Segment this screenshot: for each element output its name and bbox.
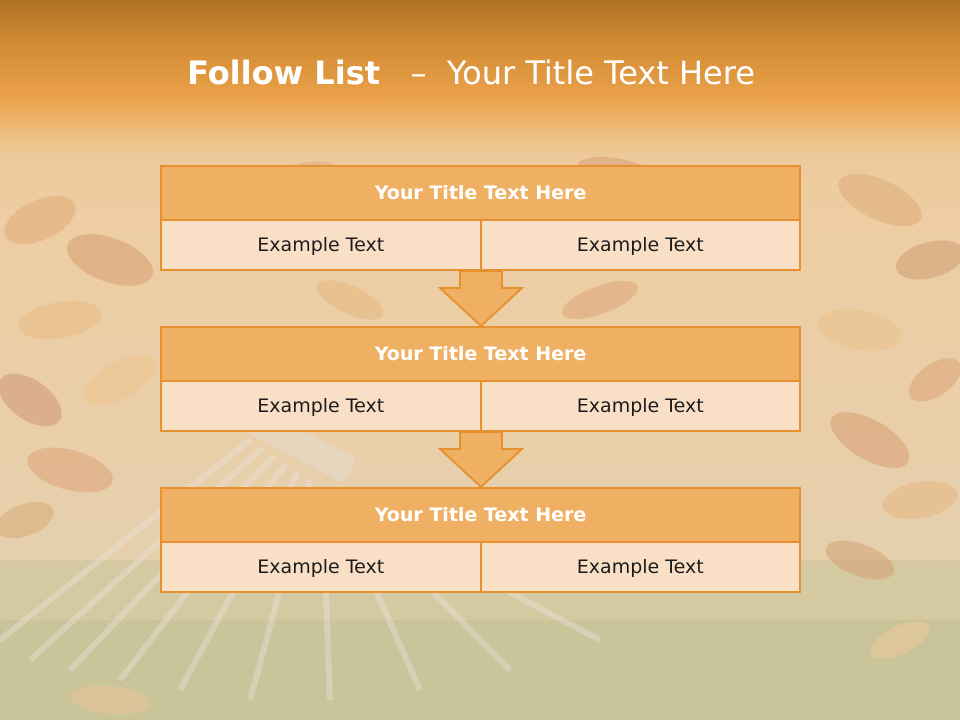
down-arrow-icon <box>438 270 524 328</box>
block-title: Your Title Text Here <box>160 326 801 382</box>
slide-title-lead: Follow List <box>187 54 380 92</box>
block-right-text: Example Text <box>481 543 801 593</box>
block-left-text: Example Text <box>160 543 482 593</box>
block-right-text: Example Text <box>481 382 801 432</box>
slide-title: Follow List – Your Title Text Here <box>0 54 942 92</box>
title-band <box>0 0 960 160</box>
list-block-3: Your Title Text Here Example Text Exampl… <box>160 487 801 593</box>
block-right-text: Example Text <box>481 221 801 271</box>
block-body: Example Text Example Text <box>160 543 801 593</box>
block-left-text: Example Text <box>160 382 482 432</box>
block-left-text: Example Text <box>160 221 482 271</box>
down-arrow-icon <box>438 431 524 489</box>
block-title: Your Title Text Here <box>160 487 801 543</box>
slide-title-separator: – <box>410 54 427 92</box>
block-body: Example Text Example Text <box>160 221 801 271</box>
list-block-2: Your Title Text Here Example Text Exampl… <box>160 326 801 432</box>
list-block-1: Your Title Text Here Example Text Exampl… <box>160 165 801 271</box>
slide-title-rest: Your Title Text Here <box>446 54 755 92</box>
block-body: Example Text Example Text <box>160 382 801 432</box>
block-title: Your Title Text Here <box>160 165 801 221</box>
